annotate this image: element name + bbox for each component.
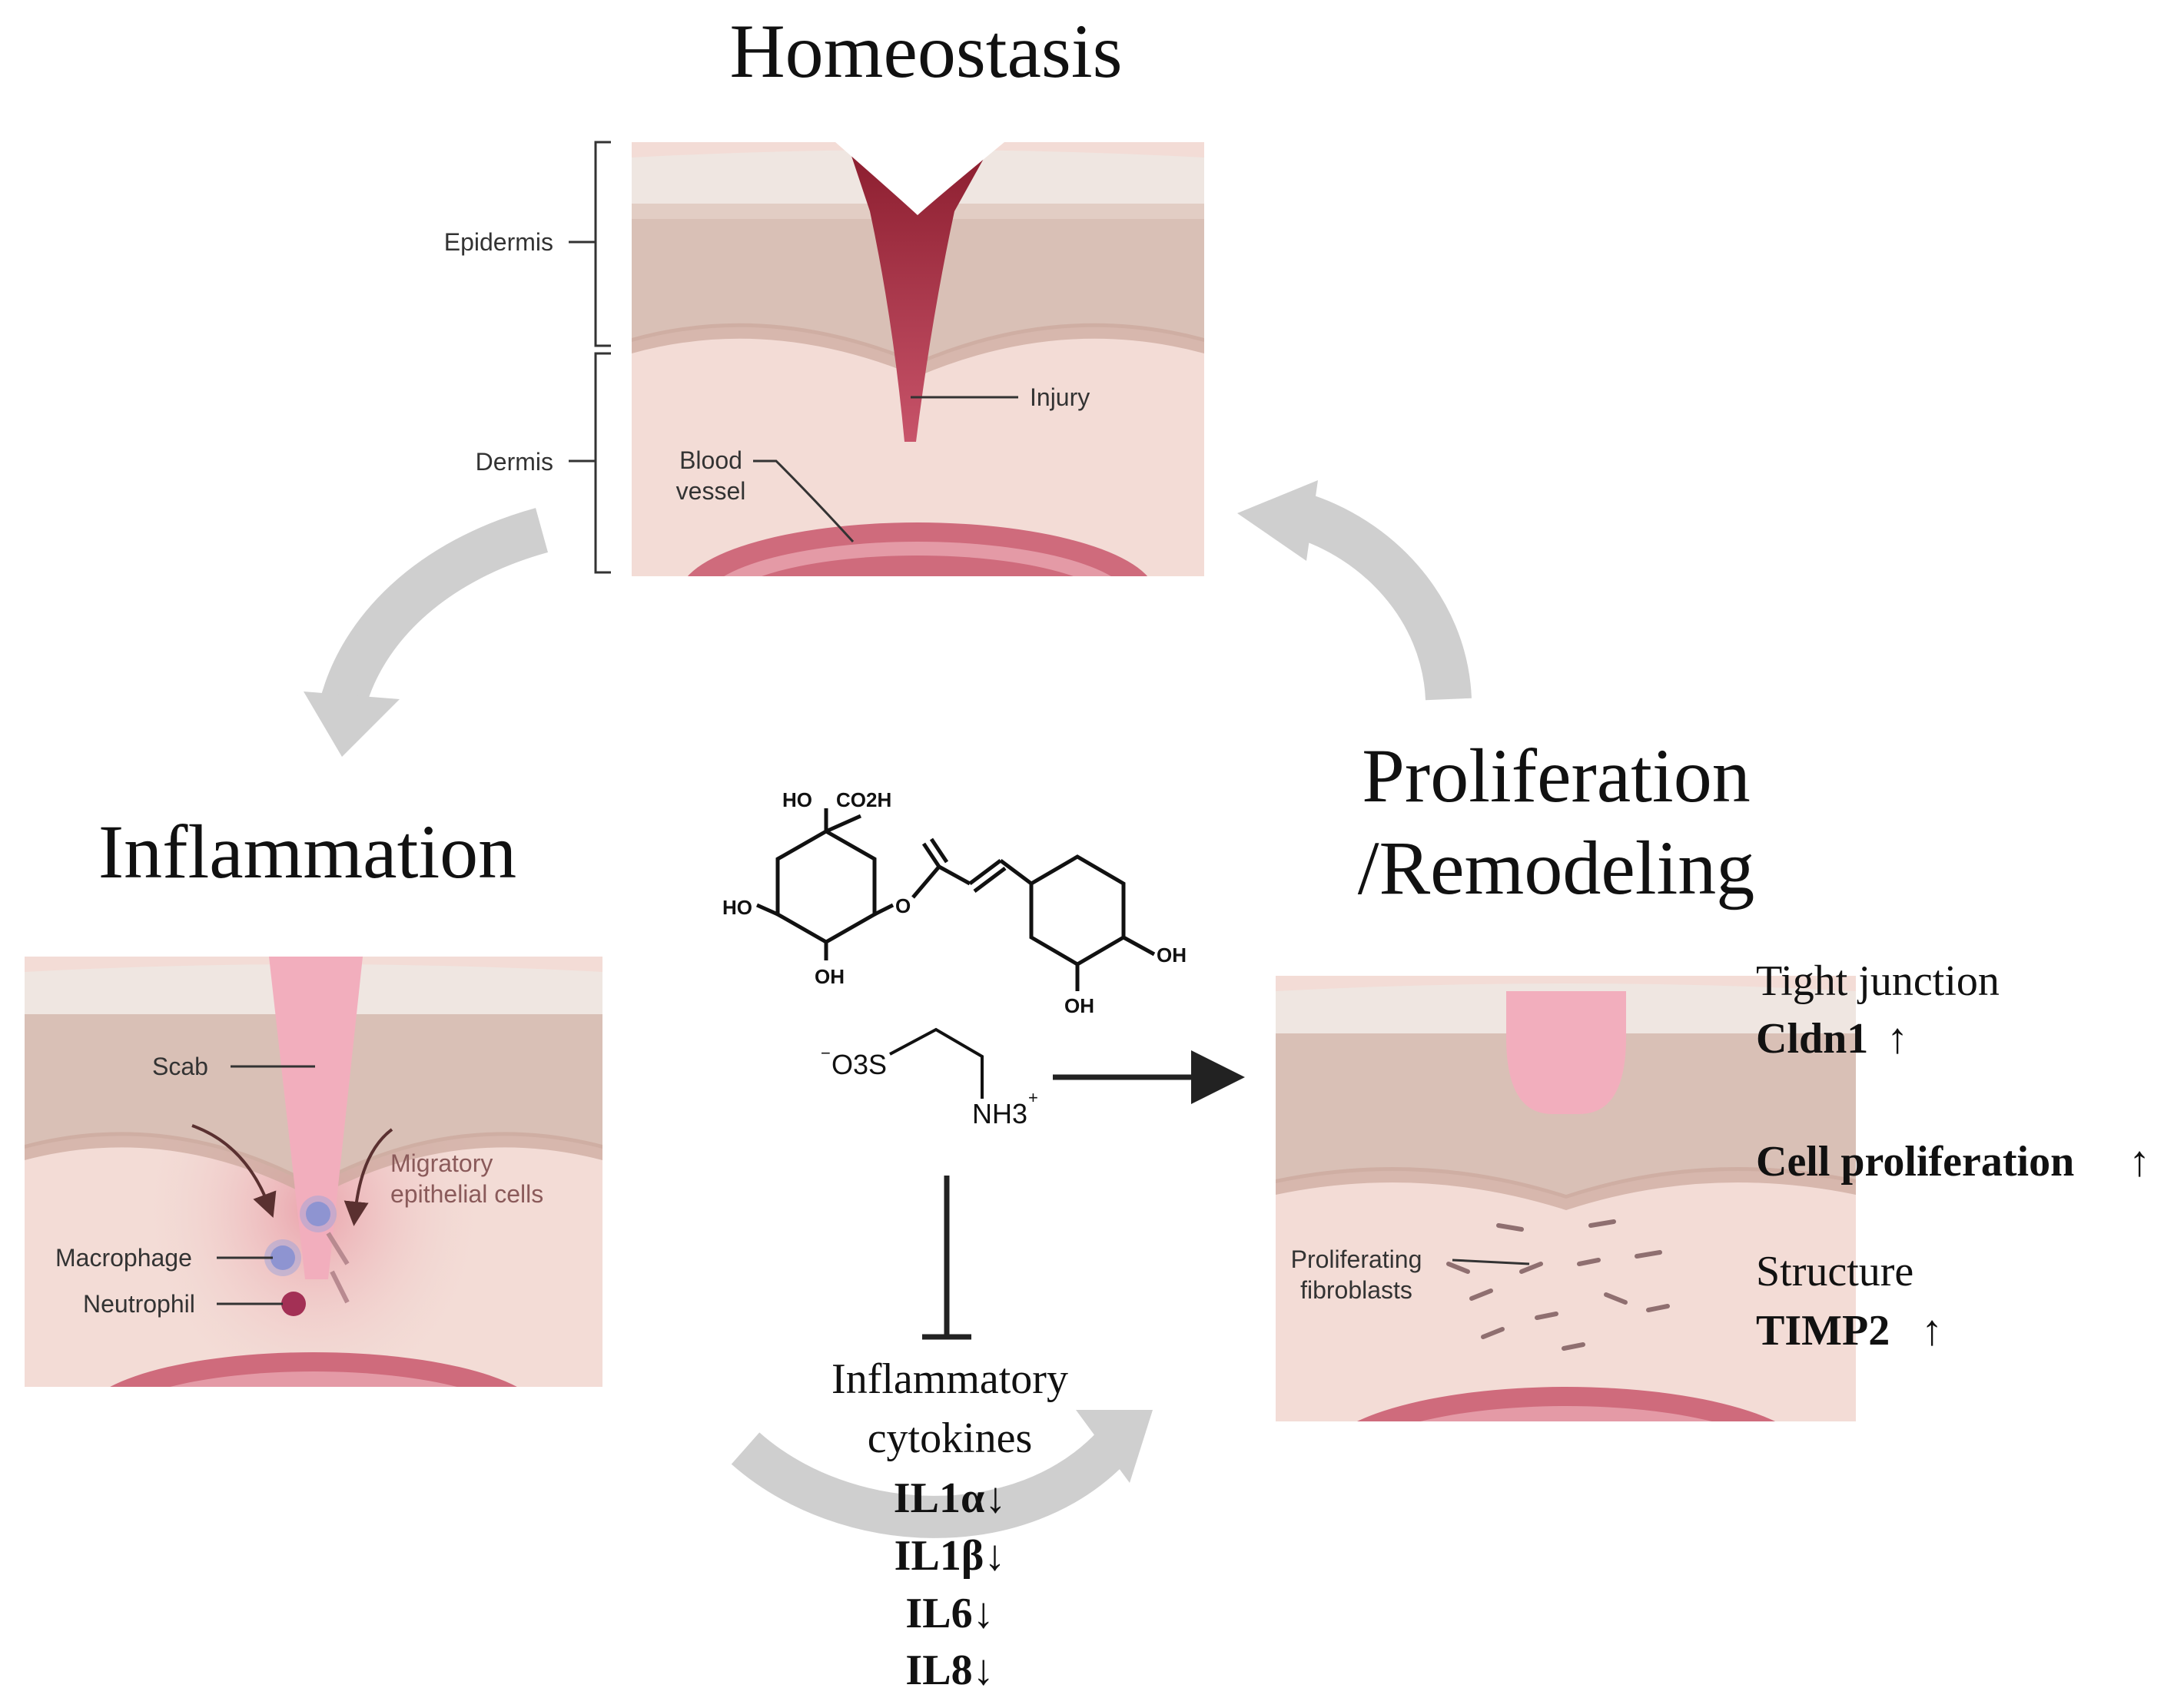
label-fibroblasts-line2: fibroblasts: [1300, 1276, 1412, 1304]
cga-label-o: O: [895, 894, 911, 917]
cycle-arrowhead-bottom: [1076, 1410, 1153, 1483]
layer-brackets: [569, 141, 611, 574]
effect-cldn1: Cldn1: [1756, 1015, 1868, 1063]
taurine-label-nh3: NH3: [972, 1098, 1027, 1129]
inflammation-panel: [25, 957, 602, 1387]
cycle-arrow-homeostasis-to-inflammation: [319, 508, 549, 713]
homeostasis-panel: [632, 142, 1204, 576]
label-scab: Scab: [152, 1053, 208, 1080]
cytokines-title-line1: Inflammatory: [831, 1355, 1068, 1403]
cycle-arrows: [304, 480, 1472, 1538]
stage-title-proliferation-line2: /Remodeling: [1358, 825, 1755, 910]
cga-label-oh-lower: OH: [1064, 994, 1094, 1017]
fibroblasts-leader-line: [1452, 1259, 1530, 1265]
cycle-arrowhead-right: [1237, 480, 1318, 561]
blood-vessel-leader-line: [753, 459, 855, 543]
cycle-arrow-cytokines: [731, 1429, 1130, 1538]
label-macrophage: Macrophage: [55, 1244, 192, 1272]
cga-label-oh-bottom: OH: [815, 965, 845, 988]
label-epidermis: Epidermis: [444, 228, 553, 256]
stage-title-proliferation-line1: Proliferation: [1362, 733, 1750, 818]
cycle-arrowhead-left: [304, 691, 400, 757]
proliferation-panel: [1276, 976, 1856, 1421]
cga-label-ho-top: HO: [782, 788, 812, 811]
label-blood-vessel-line2: vessel: [676, 477, 746, 505]
cytokine-il1b: IL1β↓: [894, 1532, 1006, 1580]
taurine-structure: − O3S NH3 +: [821, 1027, 1038, 1129]
cytokines-title-line2: cytokines: [868, 1414, 1033, 1462]
cycle-arrow-proliferation-to-homeostasis: [1291, 493, 1472, 701]
taurine-label-so3: O3S: [831, 1049, 887, 1080]
effect-timp2-up-arrow: ↑: [1921, 1307, 1943, 1355]
label-injury: Injury: [1030, 383, 1090, 411]
label-migratory-line1: Migratory: [390, 1149, 493, 1177]
svg-text:+: +: [1028, 1088, 1038, 1107]
cga-label-ho-left: HO: [722, 896, 752, 919]
svg-text:−: −: [821, 1043, 831, 1063]
inhibition-symbol: [922, 1176, 971, 1340]
label-dermis: Dermis: [476, 448, 553, 476]
label-blood-vessel-line1: Blood: [679, 446, 742, 474]
effect-tight-junction: Tight junction: [1756, 957, 2000, 1005]
label-migratory-line2: epithelial cells: [390, 1180, 543, 1208]
stage-title-homeostasis: Homeostasis: [729, 8, 1122, 94]
effect-cldn1-up-arrow: ↑: [1887, 1015, 1908, 1063]
cga-label-oh-right: OH: [1157, 944, 1187, 967]
label-fibroblasts-line1: Proliferating: [1291, 1245, 1422, 1273]
migration-arrow-left: [191, 1124, 277, 1218]
chlorogenic-acid-structure: [755, 808, 1156, 991]
cga-label-co2h: CO2H: [836, 788, 891, 811]
effect-structure: Structure: [1756, 1248, 1913, 1295]
cytokine-il1a: IL1α↓: [894, 1474, 1006, 1522]
effect-timp2: TIMP2: [1756, 1307, 1890, 1355]
migration-arrow-right: [344, 1128, 393, 1226]
label-neutrophil: Neutrophil: [83, 1290, 195, 1318]
cytokine-il8: IL8↓: [905, 1647, 994, 1694]
stage-title-inflammation: Inflammation: [98, 809, 516, 894]
effect-cell-proliferation: Cell proliferation: [1756, 1138, 2074, 1186]
cytokine-il6: IL6↓: [905, 1590, 994, 1637]
effect-cell-proliferation-up-arrow: ↑: [2129, 1138, 2150, 1186]
